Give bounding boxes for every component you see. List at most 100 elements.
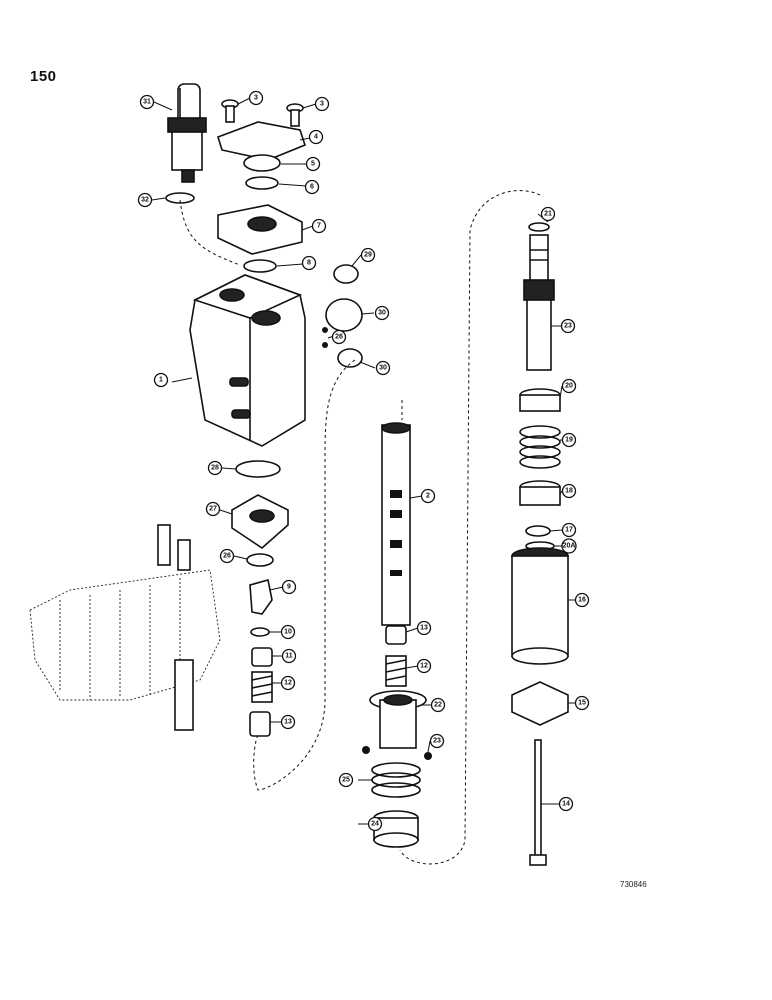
o-ring-part	[250, 627, 270, 637]
callout-26: 26	[219, 548, 235, 564]
svg-text:22: 22	[434, 702, 442, 709]
plug-part	[249, 578, 273, 615]
callout-20: 23	[560, 318, 576, 334]
callout-28: 28	[207, 460, 223, 476]
callout-15: 15	[574, 695, 590, 711]
svg-text:23: 23	[564, 323, 572, 330]
svg-text:4: 4	[314, 134, 318, 141]
o-ring-part	[165, 192, 195, 204]
svg-text:20A: 20A	[563, 543, 576, 550]
callout-19-seat: 20	[561, 378, 577, 394]
poppet-part	[251, 647, 273, 667]
callout-12-center: 12	[416, 658, 432, 674]
svg-text:31: 31	[143, 99, 151, 106]
cap-screw-part	[221, 99, 304, 127]
seal-part	[243, 154, 281, 172]
svg-text:8: 8	[307, 260, 311, 267]
callout-22: 22	[430, 697, 446, 713]
callout-19-spring: 19	[561, 432, 577, 448]
shaft-part	[523, 234, 555, 371]
svg-text:14: 14	[562, 801, 570, 808]
svg-text:26: 26	[223, 553, 231, 560]
callout-27: 27	[205, 501, 221, 517]
callout-13-center: 13	[416, 620, 432, 636]
svg-text:26: 26	[335, 334, 343, 341]
o-ring-part	[243, 259, 277, 273]
end-cap-part	[511, 681, 569, 726]
callout-6: 6	[304, 179, 320, 195]
svg-text:12: 12	[420, 663, 428, 670]
spring-part	[385, 655, 407, 687]
callout-25: 25	[338, 772, 354, 788]
svg-text:24: 24	[371, 821, 379, 828]
svg-text:28: 28	[211, 465, 219, 472]
svg-text:23: 23	[433, 738, 441, 745]
svg-text:13: 13	[284, 719, 292, 726]
callout-31: 30	[374, 305, 390, 321]
flange-bore	[247, 216, 277, 232]
svg-text:1: 1	[159, 377, 163, 384]
svg-text:16: 16	[578, 597, 586, 604]
svg-text:3: 3	[254, 95, 258, 102]
assembled-valve-ghost	[29, 524, 221, 731]
callout-4: 4	[308, 129, 324, 145]
svg-text:20: 20	[565, 383, 573, 390]
retainer-part	[249, 711, 271, 737]
collar-part	[373, 810, 419, 848]
ball-part	[424, 752, 432, 760]
spool-part	[381, 422, 411, 626]
callout-13-left: 13	[280, 714, 296, 730]
o-ring-part	[246, 553, 274, 567]
callout-29: 26	[331, 329, 347, 345]
svg-text:5: 5	[311, 161, 315, 168]
retainer-part	[385, 625, 407, 645]
spring-seat-part	[519, 388, 561, 412]
cap-cylinder-part	[511, 547, 569, 665]
callout-20a: 20A	[561, 538, 577, 554]
o-ring-part	[528, 222, 550, 232]
svg-text:6: 6	[310, 184, 314, 191]
o-ring-part	[325, 298, 363, 332]
callout-5: 5	[305, 156, 321, 172]
callout-10: 10	[280, 624, 296, 640]
figure-code: 730846	[620, 880, 647, 889]
callout-32: 31	[139, 94, 155, 110]
o-ring-part	[337, 348, 363, 368]
spring-part	[519, 425, 561, 469]
svg-text:13: 13	[420, 625, 428, 632]
bolt-part	[529, 739, 547, 866]
svg-text:32: 32	[141, 197, 149, 204]
washer-part	[525, 525, 551, 537]
retainer-plate-part	[217, 121, 306, 161]
callout-12-left: 12	[280, 675, 296, 691]
svg-text:18: 18	[565, 488, 573, 495]
spring-part	[251, 671, 273, 703]
svg-text:27: 27	[209, 506, 217, 513]
svg-text:29: 29	[364, 252, 372, 259]
svg-text:3: 3	[320, 101, 324, 108]
callout-30-upper: 29	[360, 247, 376, 263]
assembly-path-center	[253, 359, 356, 791]
callout-33: 32	[137, 192, 153, 208]
callout-2: 2	[420, 488, 436, 504]
svg-text:2: 2	[426, 493, 430, 500]
spring-seat-part	[519, 480, 561, 506]
svg-text:17: 17	[565, 527, 573, 534]
svg-text:10: 10	[284, 629, 292, 636]
valve-body-part	[189, 274, 306, 447]
svg-text:19: 19	[565, 437, 573, 444]
svg-text:21: 21	[544, 211, 552, 218]
ball-part	[322, 342, 328, 348]
callout-9: 9	[281, 579, 297, 595]
bushing-part	[369, 690, 427, 749]
svg-text:30: 30	[379, 365, 387, 372]
callout-7: 7	[311, 218, 327, 234]
svg-text:30: 30	[378, 310, 386, 317]
page-number: 150	[30, 68, 57, 85]
callout-16: 16	[574, 592, 590, 608]
callout-8: 8	[301, 255, 317, 271]
callout-24: 24	[367, 816, 383, 832]
callout-3-left: 3	[248, 90, 264, 106]
o-ring-part	[245, 176, 279, 190]
